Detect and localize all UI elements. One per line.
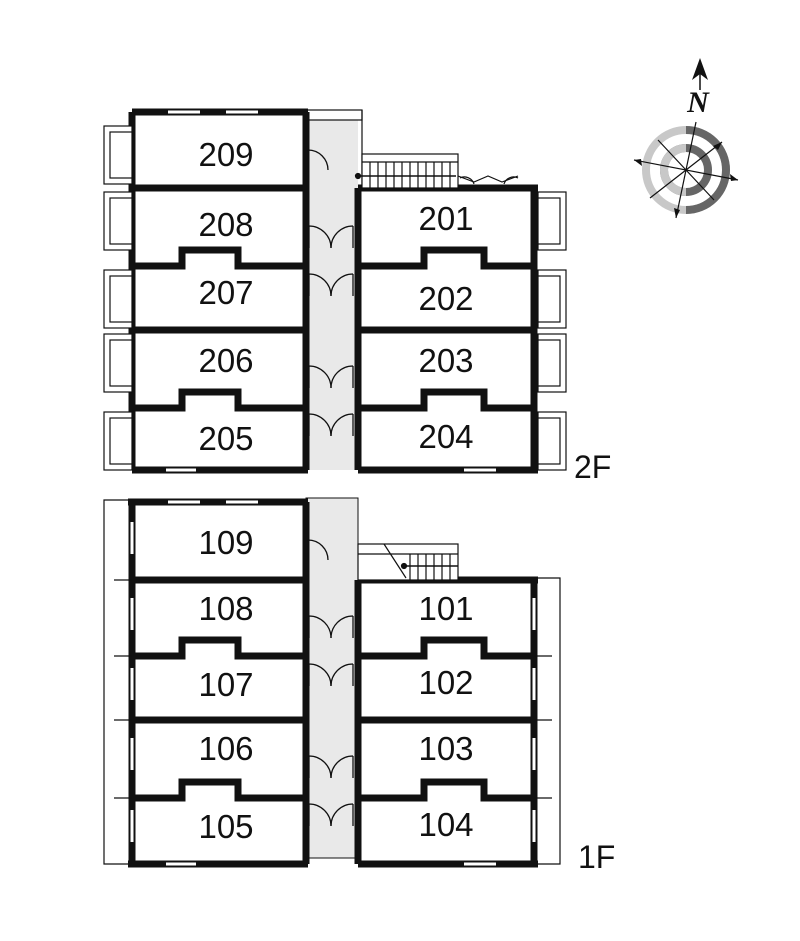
unit-107: 107 [198,666,253,703]
doors-1f [307,539,354,827]
unit-108: 108 [198,590,253,627]
stairs-1f [357,543,459,581]
compass-rose-icon: N [633,58,739,219]
partition-ticks-1f [114,579,552,799]
unit-205: 205 [198,420,253,457]
unit-201: 201 [418,200,473,237]
west-block-walls-1f [128,498,310,868]
stair-landing-2f [305,109,363,121]
unit-105: 105 [198,808,253,845]
unit-209: 209 [198,136,253,173]
unit-109: 109 [198,524,253,561]
unit-207: 207 [198,274,253,311]
east-balconies-2f [537,191,567,471]
unit-103: 103 [418,730,473,767]
unit-206: 206 [198,342,253,379]
floor-2f: 209 208 207 206 205 201 202 203 204 2F [103,108,611,485]
unit-208: 208 [198,206,253,243]
unit-203: 203 [418,342,473,379]
unit-104: 104 [418,806,473,843]
stairs-2f [354,153,519,189]
unit-204: 204 [418,418,473,455]
north-label: N [686,86,710,119]
west-balconies-2f [103,125,133,471]
windows-2f [166,110,496,472]
site-boundary-1f [103,499,561,865]
unit-102: 102 [418,664,473,701]
unit-106: 106 [198,730,253,767]
floor-label-1f: 1F [578,839,615,875]
unit-101: 101 [418,590,473,627]
doors-2f [307,149,354,437]
unit-202: 202 [418,280,473,317]
floor-1f: 109 108 107 106 105 101 102 103 104 1F [103,497,615,875]
windows-1f [130,500,536,866]
floor-label-2f: 2F [574,449,611,485]
